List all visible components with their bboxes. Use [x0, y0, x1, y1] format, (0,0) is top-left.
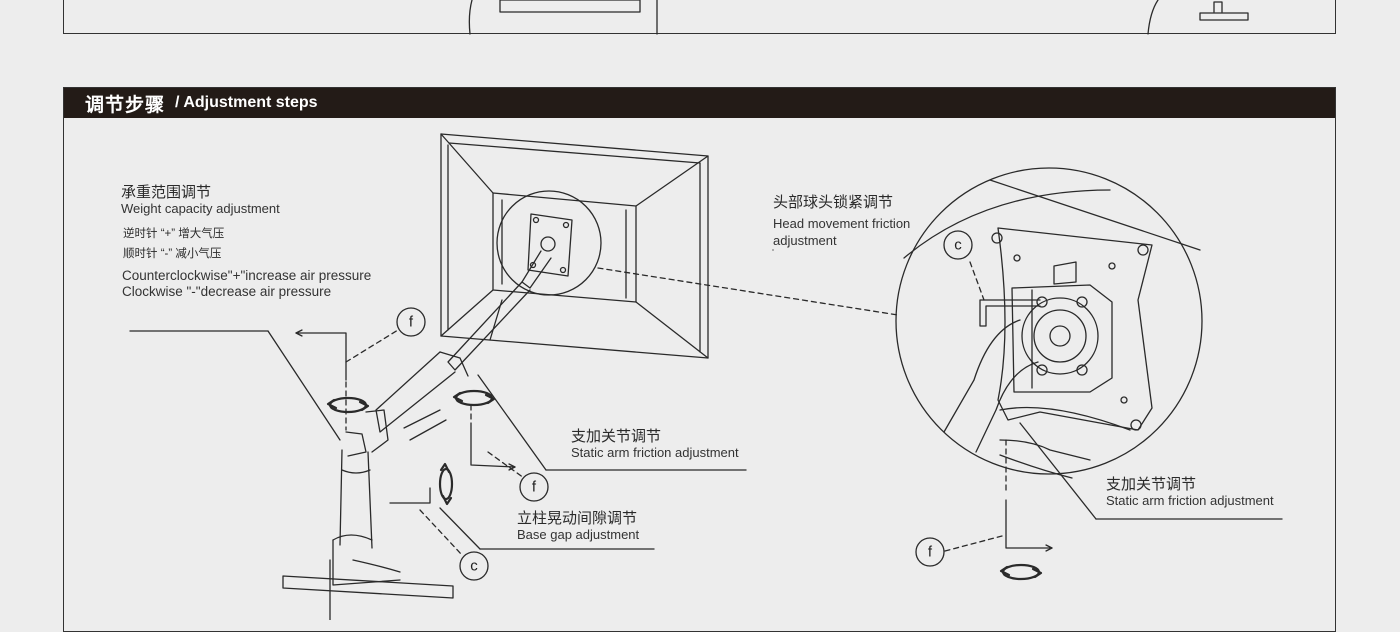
callout-f-detail	[915, 537, 945, 567]
previous-section-drawing	[468, 0, 1249, 35]
rotation-arrow-middle	[452, 389, 496, 407]
static-arm-detail-title-en: Static arm friction adjustment	[1106, 493, 1274, 508]
vesa-zoom-circle	[496, 190, 602, 296]
base-gap-title-en: Base gap adjustment	[517, 527, 640, 542]
rotation-arrow-base	[438, 462, 454, 506]
callout-f-middle-letter: f	[532, 479, 537, 496]
head-detail-circle	[895, 167, 1203, 479]
weight-title-zh: 承重范围调节	[121, 184, 212, 201]
head-title-zh: 头部球头锁紧调节	[773, 194, 894, 211]
callout-f-top-letter: f	[409, 314, 414, 331]
allen-key-f-left	[295, 329, 347, 381]
weight-ccw-en: Counterclockwise"+"increase air pressure	[122, 268, 372, 283]
weight-ccw-zh: 逆时针 “+” 增大气压	[123, 228, 225, 240]
allen-key-f-middle	[470, 422, 516, 471]
callout-c-head	[943, 230, 973, 260]
head-title-en-line1: Head movement friction	[773, 216, 911, 231]
callout-f-middle	[519, 472, 549, 502]
callout-c-base	[459, 551, 489, 581]
allen-key-c	[389, 487, 431, 504]
static-arm-title-zh: 支加关节调节	[571, 428, 662, 445]
base-gap-title-zh: 立柱晃动间隙调节	[517, 510, 638, 527]
allen-key-f-detail	[1005, 499, 1053, 552]
dashed-leader-lines	[345, 261, 1007, 556]
previous-section-frame	[63, 0, 1336, 34]
callout-f-detail-letter: f	[928, 544, 933, 561]
weight-cw-en: Clockwise "-"decrease air pressure	[122, 284, 332, 299]
rotation-arrow-left	[326, 396, 370, 414]
static-arm-detail-leader	[1019, 422, 1283, 520]
rotation-arrow-detail	[999, 563, 1043, 581]
callout-c-head-letter: c	[954, 237, 962, 254]
base-gap-leader	[439, 507, 655, 550]
weight-cw-zh: 顺时针 “-” 减小气压	[123, 248, 222, 260]
section-title-zh: 调节步骤	[85, 94, 166, 116]
monitor-drawing	[440, 133, 709, 359]
static-arm-leader	[477, 374, 747, 471]
callout-f-top	[396, 307, 426, 337]
monitor-arm-drawing	[282, 281, 531, 620]
section-title-en: / Adjustment steps	[175, 94, 318, 111]
allen-key-c-detail	[979, 299, 1041, 327]
head-title-en-line2: adjustment	[773, 233, 837, 248]
adjustment-steps-panel: 调节步骤 / Adjustment steps	[63, 87, 1336, 632]
weight-title-en: Weight capacity adjustment	[121, 201, 280, 216]
section-header: 调节步骤 / Adjustment steps	[64, 88, 1335, 118]
callout-c-base-letter: c	[470, 558, 478, 575]
static-arm-title-en: Static arm friction adjustment	[571, 445, 739, 460]
weight-leader-line	[129, 330, 341, 441]
static-arm-detail-title-zh: 支加关节调节	[1106, 476, 1197, 493]
